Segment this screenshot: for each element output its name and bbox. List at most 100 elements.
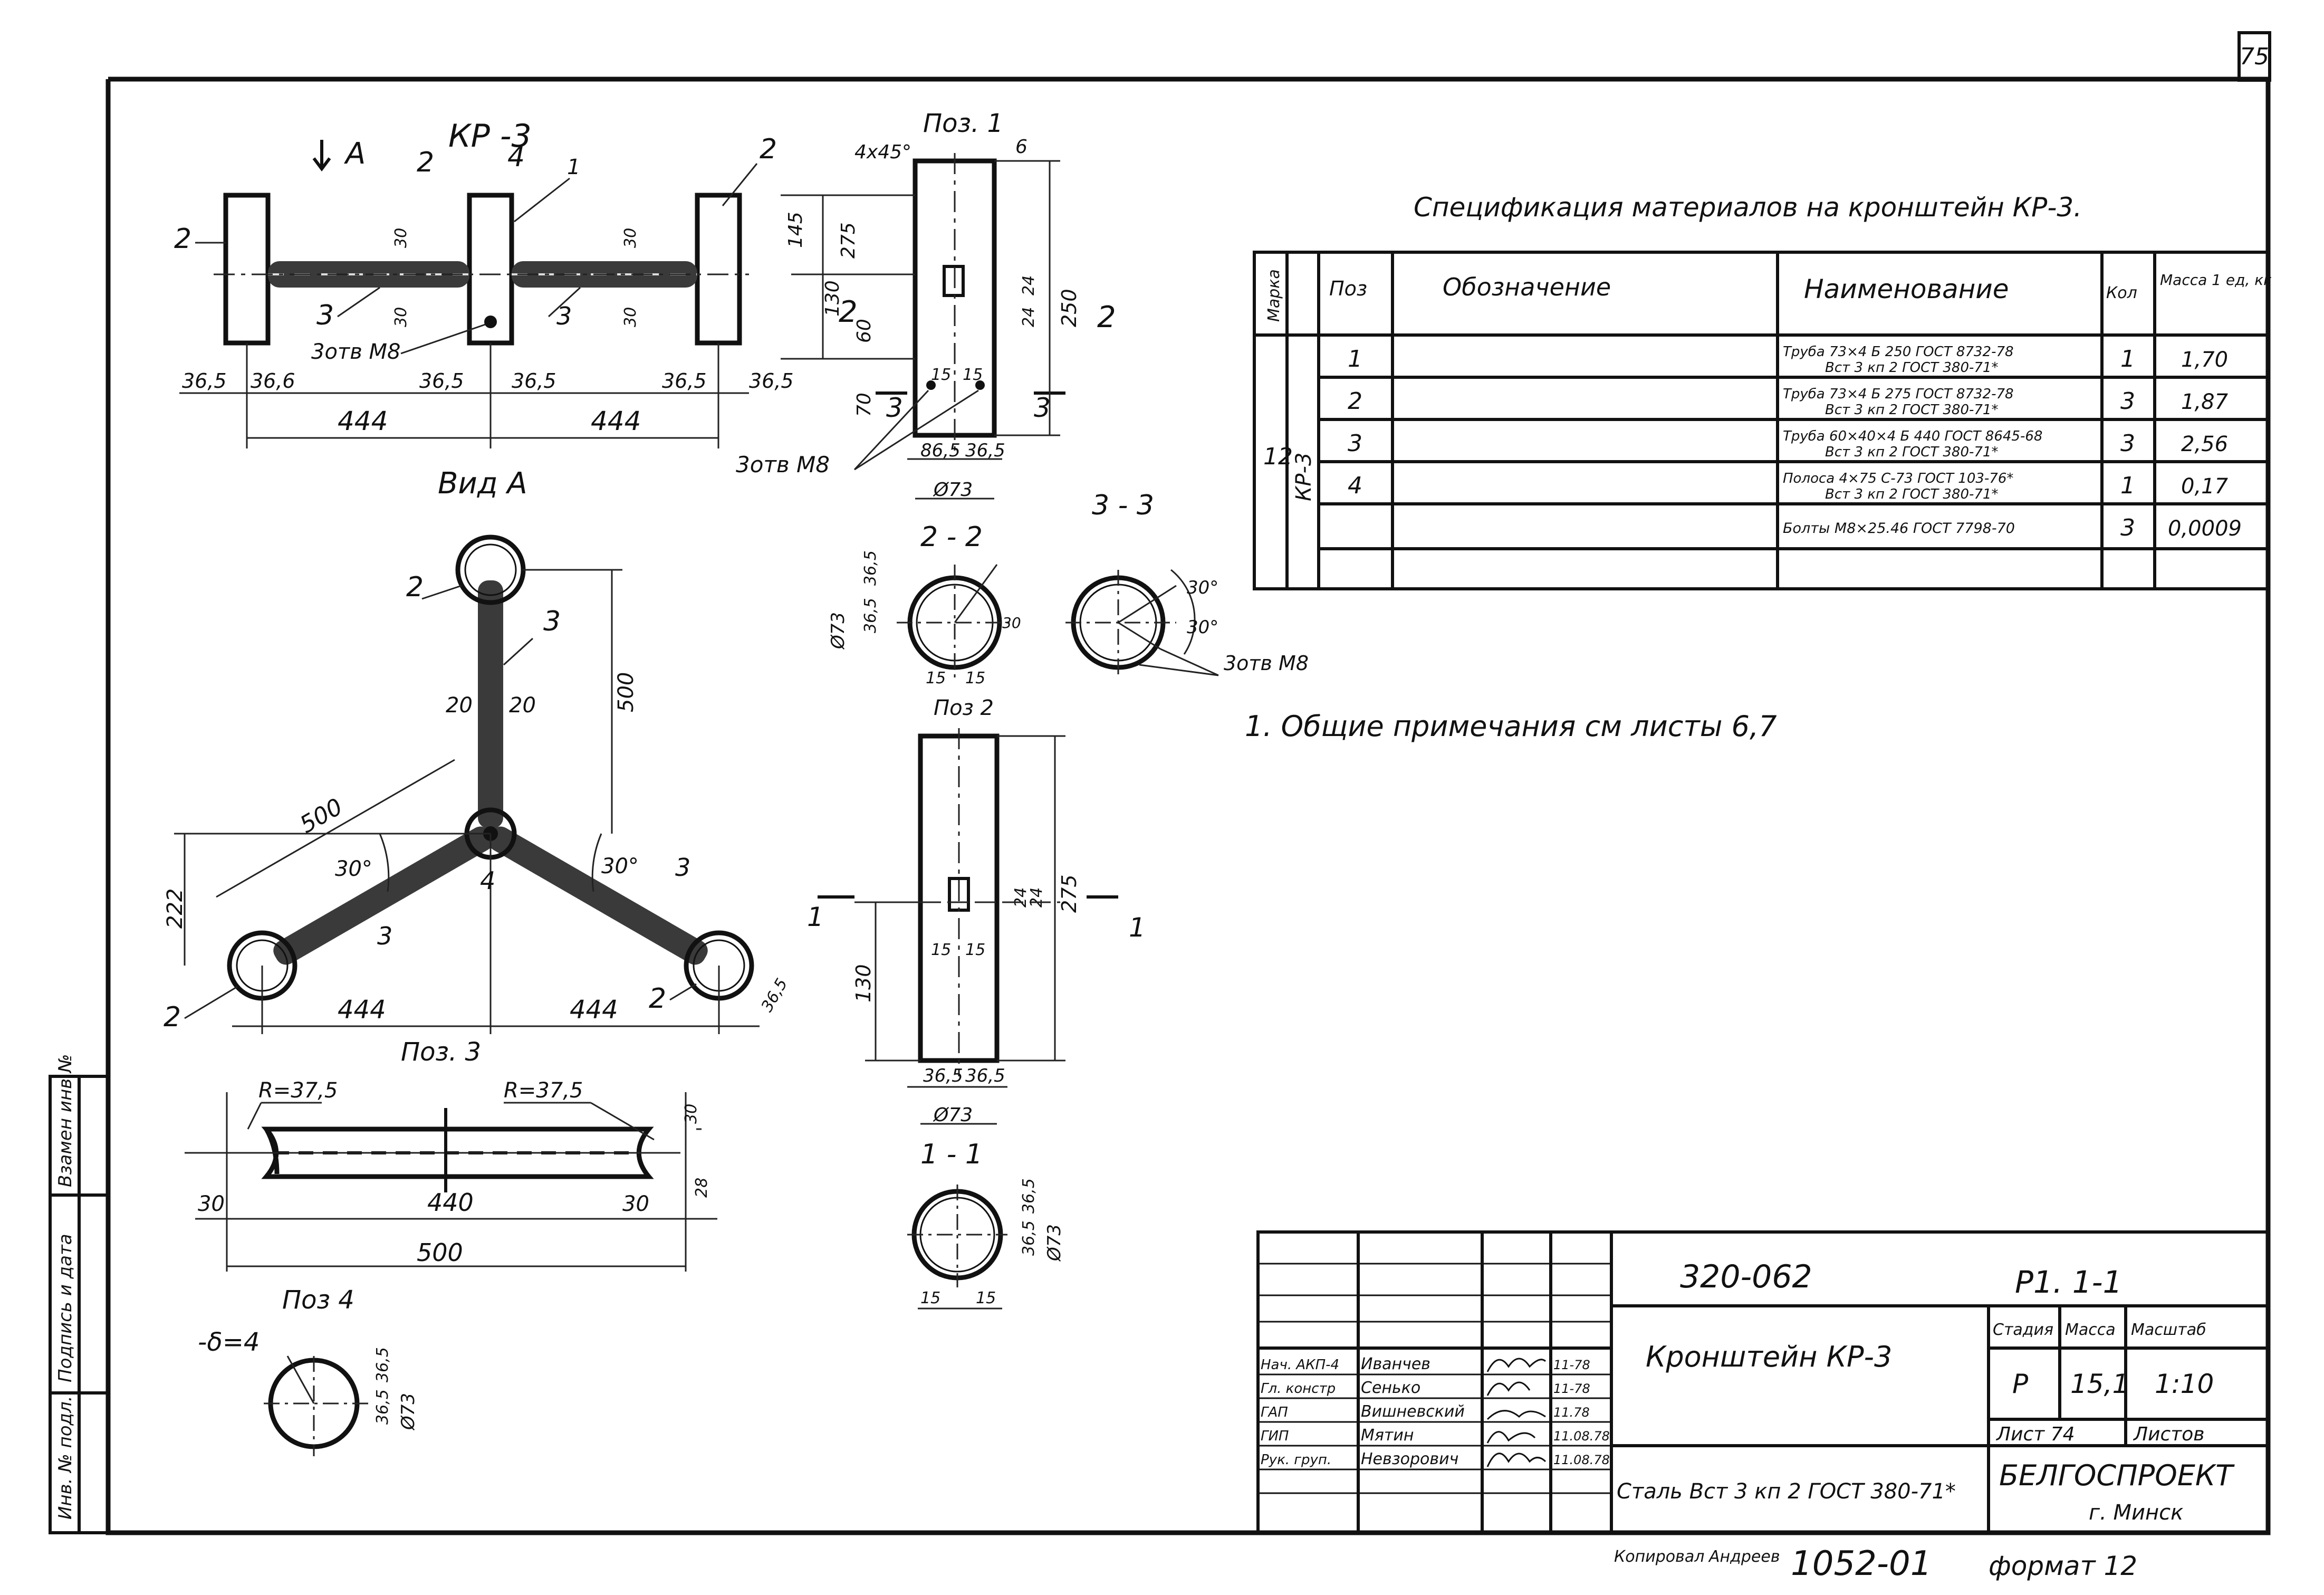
- stamp-signature-date: Подпись и дата: [55, 1234, 76, 1382]
- table-row: Болты М8×25.46 ГОСТ 7798-70 3 0,0009: [1783, 514, 2242, 541]
- table-row: 3 Труба 60×40×4 Б 440 ГОСТ 8645-68 Вст 3…: [1348, 428, 2228, 460]
- dim-15-1-1-b: 15: [976, 1289, 996, 1307]
- sheet-code: Р1. 1-1: [2015, 1264, 2122, 1300]
- signer-date: 11.08.78: [1553, 1429, 1610, 1444]
- dim-36-5-pos4-b: 36,5: [373, 1347, 392, 1382]
- dim-500-diag: 500: [295, 793, 347, 838]
- dim-15-2-2-a: 15: [926, 669, 946, 687]
- dim-4x45: 4x45°: [854, 141, 911, 163]
- signer-role: ГАП: [1261, 1405, 1288, 1420]
- spec-row-pos: 1: [1348, 346, 1362, 373]
- dim-36-5-1-1-b: 36,5: [1020, 1178, 1038, 1214]
- dim-15-pos2-a: 15: [931, 941, 951, 959]
- side-stamp: Инв. № подл. Подпись и дата Взамен инв.№: [49, 1054, 110, 1534]
- dim-444-a-left: 444: [338, 995, 386, 1025]
- label-pos-3-right: 3: [556, 302, 572, 330]
- label-pos-1-center: 1: [567, 155, 580, 179]
- label-pos-4-center: 4: [507, 141, 525, 173]
- mass-value: 15,1: [2070, 1369, 2129, 1399]
- dim-275-pos1: 275: [838, 222, 859, 259]
- view-a-title: Вид А: [438, 466, 527, 501]
- dim-15-pos1-b: 15: [963, 366, 983, 384]
- sheets-label: Листов: [2133, 1424, 2204, 1445]
- section-arrow-2-left: 2: [839, 295, 858, 329]
- dim-30-pos3-vert: 30: [682, 1104, 700, 1124]
- signer-name: Вишневский: [1361, 1402, 1465, 1421]
- pos1-view: Поз. 1 4x45° 6 145 130 275 60 70 3 3 250…: [736, 109, 1116, 501]
- table-row: 2 Труба 73×4 Б 275 ГОСТ 8732-78 Вст 3 кп…: [1348, 386, 2229, 418]
- dim-36-5-pos2-b: 36,5: [965, 1065, 1005, 1086]
- signer-role: Гл. констр: [1261, 1381, 1336, 1397]
- section-2-2: 2 - 2 Ø73 36,5 36,5 15 15 30: [828, 521, 1021, 687]
- signer-date: 11-78: [1553, 1358, 1590, 1372]
- spec-row-pos: 2: [1348, 388, 1362, 415]
- spec-row-name-top: Полоса 4×75 С-73 ГОСТ 103-76*: [1783, 471, 2013, 486]
- view-a-label-2-top: 2: [406, 571, 424, 603]
- spec-group-qty: 12: [1263, 443, 1293, 470]
- page-number: 75: [2240, 43, 2269, 70]
- signer-row: Гл. констр Сенько 11-78: [1261, 1379, 1590, 1397]
- label-pos-2-left: 2: [174, 223, 191, 255]
- view-a-label-2-right: 2: [649, 983, 666, 1015]
- stage-label: Стадия: [1993, 1321, 2053, 1339]
- section-2-2-title: 2 - 2: [920, 521, 983, 553]
- dim-130-pos2: 130: [852, 964, 875, 1002]
- label-holes-m8-3-3: 3отв М8: [1224, 652, 1309, 675]
- spec-row-pos: 4: [1348, 472, 1362, 499]
- angle-30-right: 30°: [601, 854, 639, 878]
- scale-label: Масштаб: [2131, 1321, 2206, 1339]
- spec-row-mass: 0,17: [2181, 474, 2229, 499]
- dim-20-b: 20: [509, 693, 536, 718]
- spec-header-designation: Обозначение: [1443, 273, 1611, 301]
- dim-d73-pos4: Ø73: [398, 1393, 419, 1431]
- scale-value: 1:10: [2155, 1369, 2214, 1399]
- city: г. Минск: [2089, 1501, 2183, 1525]
- dim-28: 28: [693, 1178, 711, 1198]
- section-arrow-1-left: 1: [807, 902, 824, 932]
- dim-36-5-b: 36,5: [419, 369, 464, 393]
- drawing-title: Кронштейн КР-3: [1646, 1340, 1892, 1373]
- dim-d73-2-2: Ø73: [828, 612, 849, 650]
- material-spec: Сталь Вст 3 кп 2 ГОСТ 380-71*: [1617, 1479, 1956, 1504]
- dim-30-pos3-right: 30: [622, 1192, 649, 1216]
- label-s4: -δ=4: [198, 1327, 260, 1357]
- stamp-inv-no: Инв. № подл.: [55, 1396, 76, 1520]
- dim-15-pos1-a: 15: [931, 366, 951, 384]
- section-1-1-title: 1 - 1: [920, 1139, 983, 1170]
- dim-24-a: 24: [1020, 275, 1038, 295]
- dim-36-5-2-2-a: 36,5: [861, 598, 880, 633]
- signature-icon: [1486, 1410, 1546, 1420]
- dim-36-5-pos1: 36,5: [965, 440, 1005, 461]
- dim-250: 250: [1058, 289, 1081, 327]
- dim-15-1-1-a: 15: [920, 1289, 940, 1307]
- dim-444-a-right: 444: [570, 995, 618, 1025]
- dim-444-right: 444: [591, 406, 641, 436]
- angle-30-3-3-a: 30°: [1187, 577, 1218, 598]
- spec-header-pos: Поз: [1329, 277, 1367, 300]
- mass-label: Масса: [2065, 1321, 2116, 1339]
- dim-30-b: 30: [392, 307, 410, 327]
- dim-36-5-view-a: 36,5: [758, 976, 792, 1015]
- signer-date: 11.78: [1553, 1405, 1590, 1420]
- spec-row-mass: 1,70: [2181, 348, 2228, 372]
- spec-row-mass: 0,0009: [2168, 517, 2242, 541]
- angle-30-3-3-b: 30°: [1187, 617, 1218, 638]
- spec-row-qty: 3: [2120, 514, 2135, 541]
- m8-hole-icon: [484, 316, 497, 328]
- general-note: 1. Общие примечания см листы 6,7: [1245, 710, 1777, 743]
- dim-86-5: 86,5: [920, 440, 961, 461]
- spec-group-mark: КР-3: [1292, 453, 1316, 501]
- spec-row-name-top: Труба 60×40×4 Б 440 ГОСТ 8645-68: [1783, 428, 2042, 444]
- spec-row-mass: 1,87: [2181, 390, 2229, 414]
- dim-500-pos3: 500: [417, 1238, 463, 1267]
- spec-row-qty: 1: [2120, 346, 2135, 373]
- pos3-view: Поз. 3 R=37,5 R=37,5 30 28 30 440 30 500: [185, 1037, 717, 1272]
- dim-36-5-2-2-b: 36,5: [861, 550, 880, 586]
- stage-value: Р: [2012, 1369, 2029, 1399]
- label-r37-5-right: R=37,5: [504, 1078, 583, 1103]
- section-arrow-3-left: 3: [886, 393, 903, 423]
- spec-header-name: Наименование: [1804, 274, 2009, 304]
- label-pos-2-center: 2: [417, 147, 434, 178]
- sheet-border: 75: [105, 31, 2271, 1535]
